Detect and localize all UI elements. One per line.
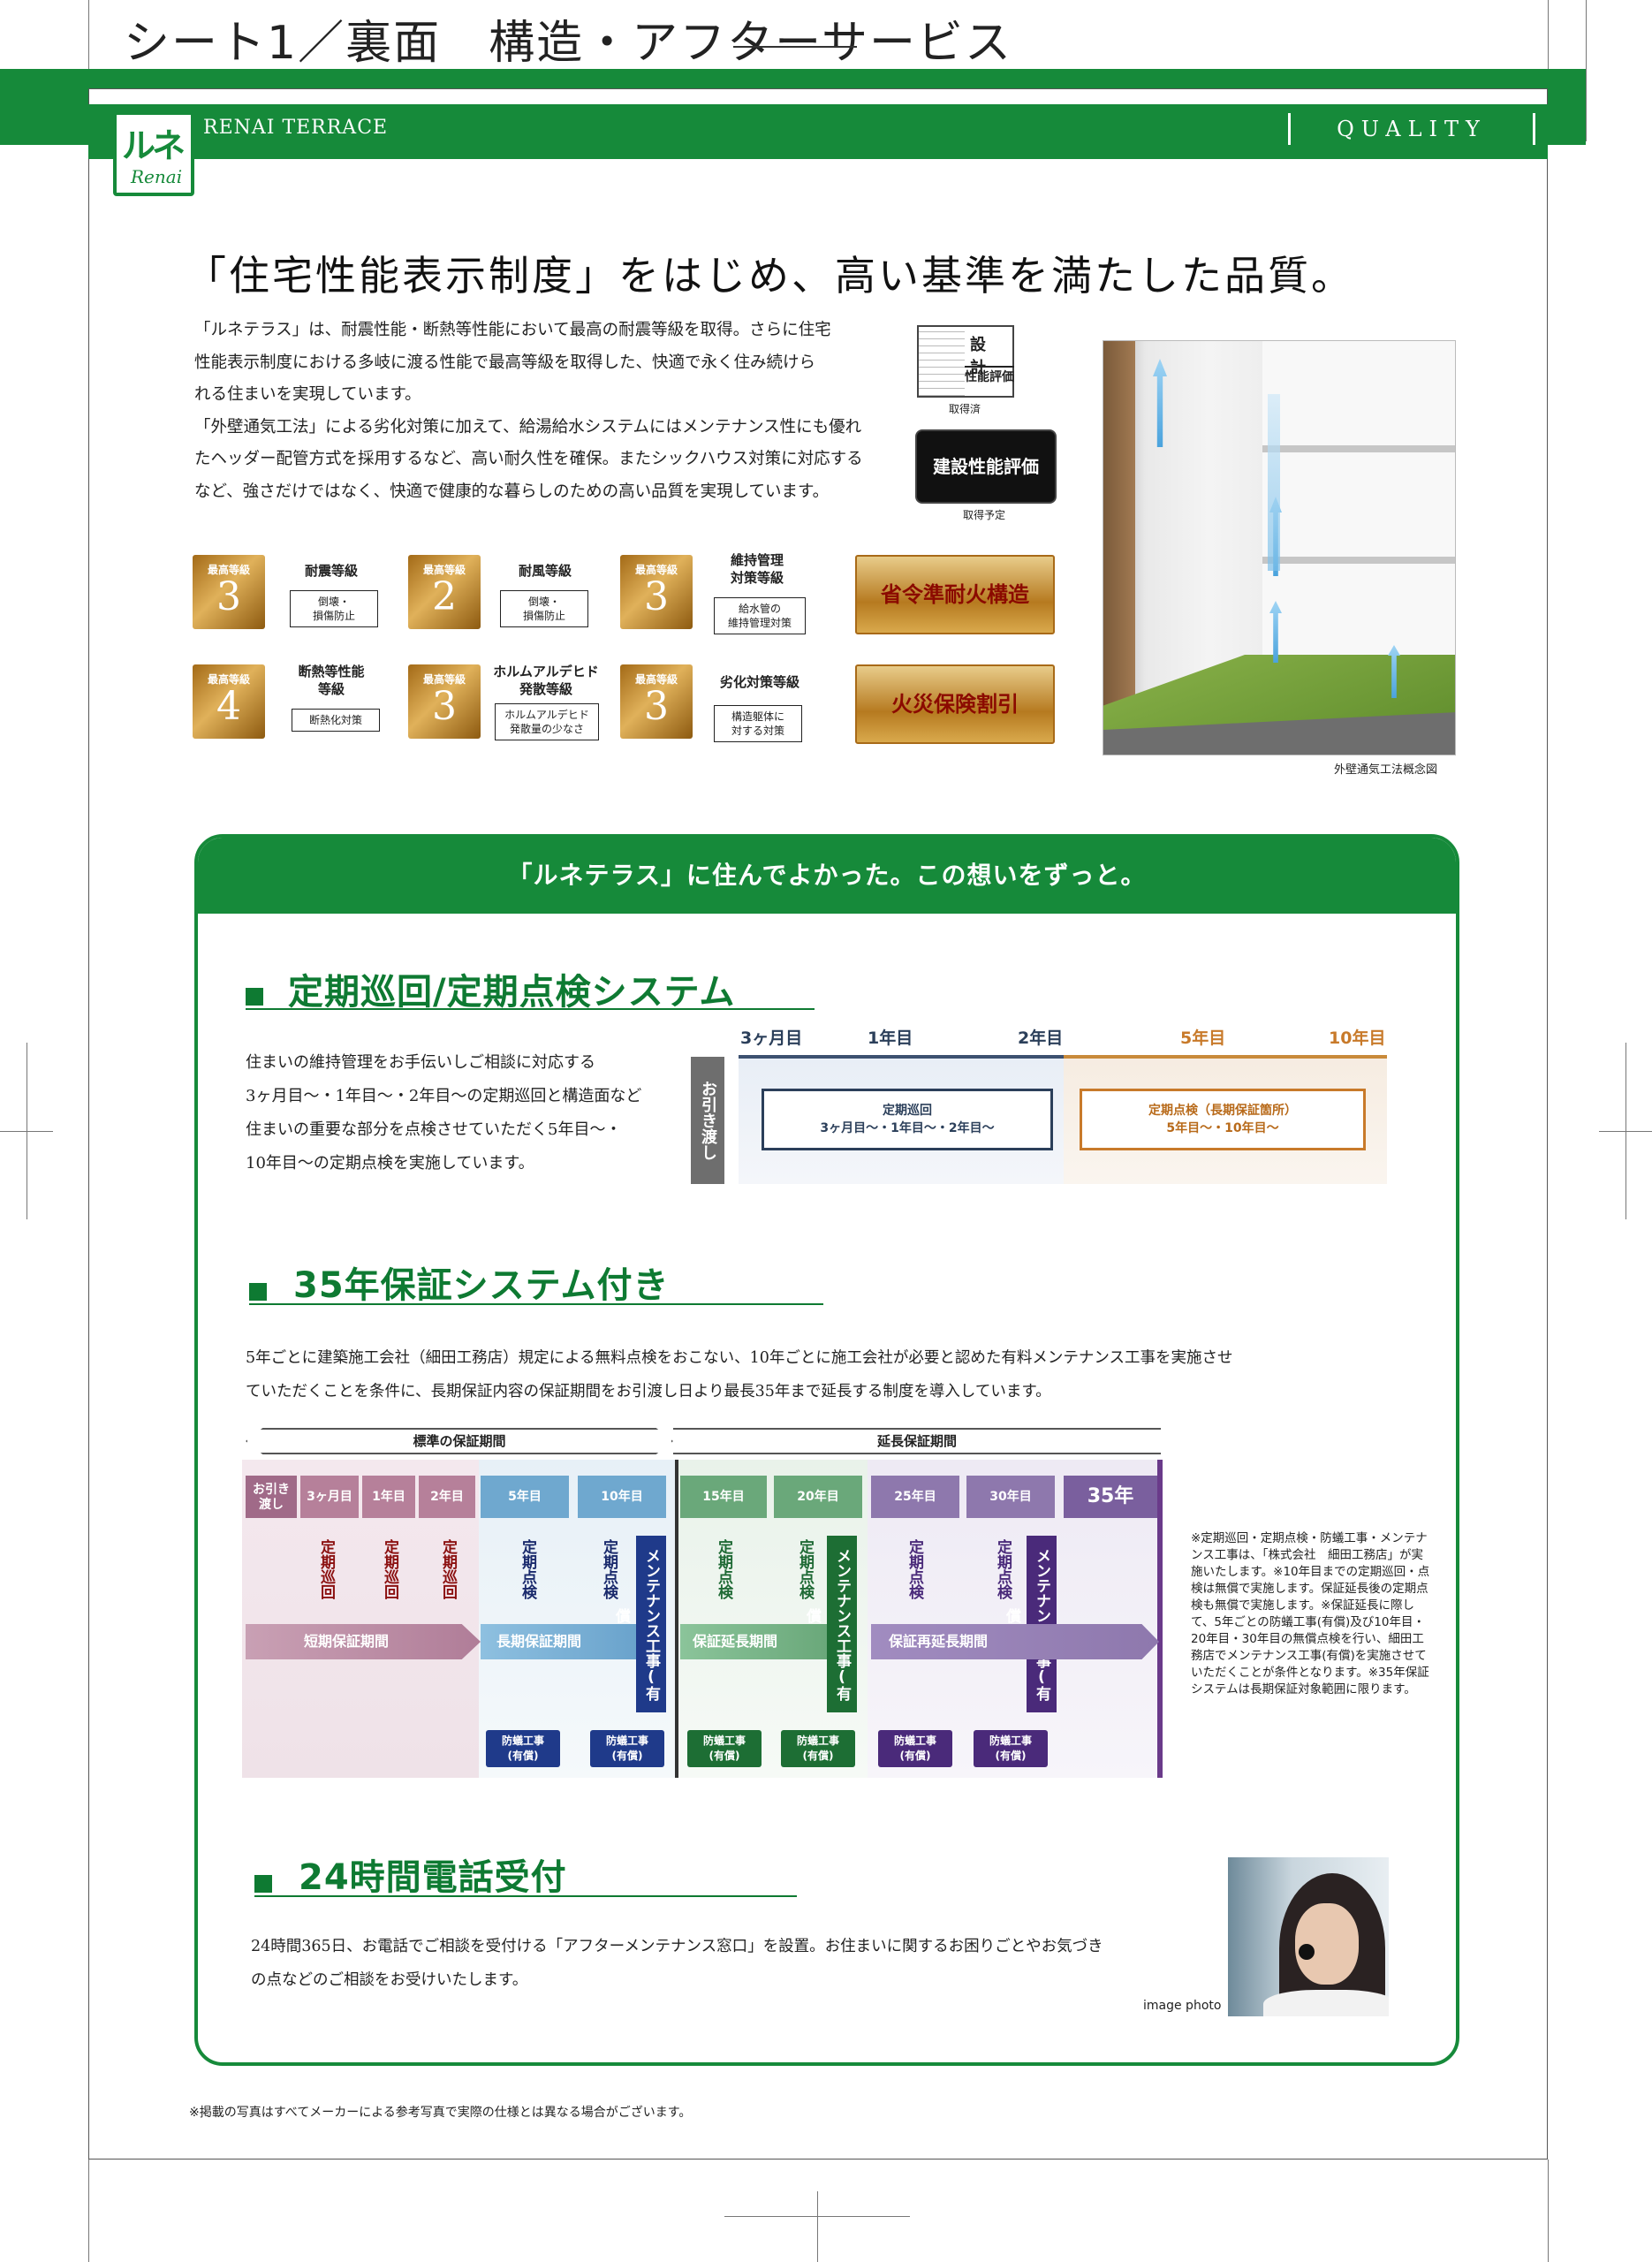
grade-label-seismic: 耐震等級 [304, 563, 358, 579]
termite-15year: 防蟻工事 (有償) [687, 1730, 762, 1767]
inspect-15year: 定期点検 [715, 1539, 732, 1599]
grade-sub-wind: 倒壊・ 損傷防止 [500, 590, 588, 627]
termite-25year: 防蟻工事 (有償) [878, 1730, 952, 1767]
headline: 「住宅性能表示制度」をはじめ、高い基準を満たした品質。 [186, 252, 1354, 300]
section-title-inspection: 定期巡回/定期点検システム [288, 972, 736, 1013]
col-2year: 2年目 [419, 1476, 475, 1518]
inspection-box: 定期点検（長期保証箇所）5年目〜・10年目〜 [1080, 1089, 1366, 1150]
grade-sub-seismic: 倒壊・ 損傷防止 [290, 590, 378, 627]
extension-bar: 保証延長期間 [680, 1624, 827, 1659]
fire-insurance-discount-badge: 火災保険割引 [855, 664, 1055, 744]
construction-evaluation-badge: 建設性能評価 [915, 429, 1057, 504]
section-label: QUALITY [1288, 113, 1535, 145]
time-10year: 10年目 [1329, 1029, 1386, 1048]
warranty-note: ※定期巡回・定期点検・防蟻工事・メンテナンス工事は、「株式会社 細田工務店」が実… [1191, 1531, 1430, 1696]
maintenance-20year: メンテナンス工事(有償) [803, 1536, 857, 1712]
short-term-bar: 短期保証期間 [246, 1624, 481, 1659]
grade-sub-insulation: 断熱化対策 [292, 709, 380, 732]
time-3months: 3ヶ月目 [740, 1029, 803, 1048]
col-1year: 1年目 [362, 1476, 415, 1518]
handover-label: お引き渡し [691, 1057, 724, 1184]
inspect-20year: 定期点検 [796, 1539, 814, 1599]
design-evaluation-note: 取得済 [949, 403, 981, 415]
termite-20year: 防蟻工事 (有償) [781, 1730, 855, 1767]
renai-logo: ルネ Renai [113, 111, 194, 196]
footnote: ※掲載の写真はすべてメーカーによる参考写真で実際の仕様とは異なる場合がございます… [189, 2106, 692, 2120]
col-10year: 10年目 [578, 1476, 666, 1518]
photo-caption: 外壁通気工法概念図 [1334, 763, 1438, 777]
grade-sub-maintenance: 給水管の 維持管理対策 [714, 597, 806, 634]
col-20year: 20年目 [774, 1476, 862, 1518]
grade-label-insulation: 断熱等性能 等級 [298, 664, 365, 697]
inspect-10year: 定期点検 [600, 1539, 618, 1599]
col-handover: お引き 渡し [246, 1476, 297, 1518]
design-evaluation-badge: 設 計 性能評価 [917, 325, 1014, 398]
grade-label-deterioration: 劣化対策等級 [719, 674, 799, 690]
patrol-2year: 定期巡回 [439, 1539, 457, 1599]
section-title-warranty: 35年保証システム付き [293, 1265, 670, 1306]
time-2year: 2年目 [1018, 1029, 1064, 1048]
col-3months: 3ヶ月目 [300, 1476, 359, 1518]
patrol-1year: 定期巡回 [381, 1539, 398, 1599]
time-1year: 1年目 [868, 1029, 913, 1048]
extended-period-label: 延長保証期間 [673, 1428, 1161, 1454]
grade-label-formaldehyde: ホルムアルデヒド 発散等級 [493, 664, 599, 697]
col-30year: 30年目 [966, 1476, 1055, 1518]
fireproof-structure-badge: 省令準耐火構造 [855, 555, 1055, 634]
grade-label-maintenance: 維持管理 対策等級 [730, 552, 784, 586]
termite-30year: 防蟻工事 (有償) [974, 1730, 1048, 1767]
col-35year: 35年 [1064, 1476, 1157, 1518]
col-15year: 15年目 [680, 1476, 767, 1518]
inspect-5year: 定期点検 [519, 1539, 536, 1599]
construction-evaluation-note: 取得予定 [963, 509, 1006, 521]
long-term-bar: 長期保証期間 [481, 1624, 636, 1659]
grade-sub-deterioration: 構造躯体に 対する対策 [714, 705, 802, 742]
termite-5year: 防蟻工事 (有償) [486, 1730, 560, 1767]
intro-text: 「ルネテラス」は、耐震性能・断熱等性能において最高の耐震等級を取得。さらに住宅性… [194, 321, 863, 501]
panel-title: 「ルネテラス」に住んでよかった。この想いをずっと。 [198, 838, 1456, 914]
inspect-25year: 定期点検 [906, 1539, 923, 1599]
sheet-title: シート1／裏面 構造・アフターサービス [124, 17, 1013, 70]
maintenance-10year: メンテナンス工事(有償) [612, 1536, 666, 1712]
image-photo-label: image photo [1143, 1999, 1222, 2013]
section-title-phone: 24時間電話受付 [299, 1857, 567, 1898]
col-5year: 5年目 [481, 1476, 569, 1518]
wall-ventilation-photo [1103, 340, 1456, 755]
termite-10year: 防蟻工事 (有償) [590, 1730, 664, 1767]
col-25year: 25年目 [871, 1476, 959, 1518]
grade-sub-formaldehyde: ホルムアルデヒド 発散量の少なさ [495, 703, 599, 740]
grade-label-wind: 耐風等級 [518, 563, 572, 579]
warranty-text: 5年ごとに建築施工会社（細田工務店）規定による無料点検をおこない、10年ごとに施… [246, 1349, 1233, 1400]
inspect-30year: 定期点検 [994, 1539, 1012, 1599]
standard-period-label: 標準の保証期間 [246, 1428, 673, 1454]
operator-photo [1228, 1857, 1389, 2016]
brand-name: RENAI TERRACE [203, 117, 389, 139]
time-5year: 5年目 [1180, 1029, 1226, 1048]
header-ribbon [88, 104, 1548, 159]
patrol-3months: 定期巡回 [317, 1539, 335, 1599]
re-extension-bar: 保証再延長期間 [871, 1624, 1159, 1659]
phone-text: 24時間365日、お電話でご相談を受付ける「アフターメンテナンス窓口」を設置。お… [251, 1938, 1103, 1989]
